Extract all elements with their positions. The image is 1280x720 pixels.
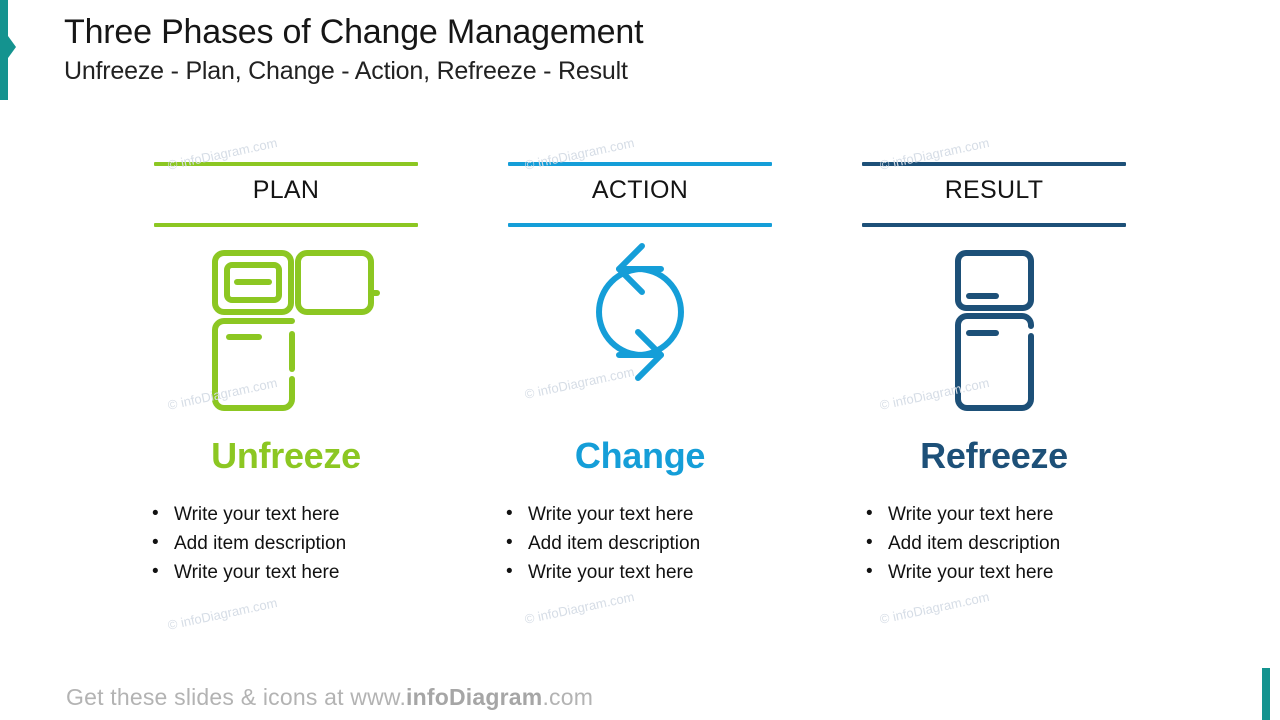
footer-brand: infoDiagram [406,684,543,710]
list-item: Write your text here [144,557,436,587]
phase-rule-bottom [154,223,418,227]
footer-credit: Get these slides & icons at www.infoDiag… [66,682,593,712]
list-item: Add item description [144,528,436,558]
page-subtitle: Unfreeze - Plan, Change - Action, Refree… [64,57,628,85]
list-item: Write your text here [144,499,436,529]
cycle-arrows-icon [596,243,684,381]
phase-rule-bottom [508,223,772,227]
accent-bar-left [0,0,8,100]
phase-column-plan: PLAN Unfreeze Write your text here [136,150,436,587]
list-item: Write your text here [498,499,790,529]
phase-header-label: RESULT [944,176,1044,204]
phase-header-label: ACTION [591,176,689,204]
phase-name-unfreeze: Unfreeze [211,435,361,476]
phase-header-action: ACTION [508,150,772,228]
watermark: © infoDiagram.com [166,594,279,633]
fridge-closed-icon [955,250,1034,411]
list-item: Add item description [498,528,790,558]
fridge-open-door-icon [212,250,380,411]
phase-rule-top [154,162,418,166]
phase-rule-bottom [862,223,1126,227]
phase-header-label: PLAN [252,176,320,204]
phase-column-action: ACTION Change Write your text here Add i… [490,150,790,587]
title-block: Three Phases of Change Management Unfree… [64,10,964,88]
list-item: Add item description [858,528,1144,558]
icon-area-refreeze [844,236,1144,436]
phase-rule-top [862,162,1126,166]
footer-prefix: Get these slides & icons at www. [66,684,407,710]
footer-suffix: .com [542,684,594,710]
icon-area-change [490,236,790,436]
phase-header-plan: PLAN [154,150,418,228]
phase-column-result: RESULT Refreeze Write your text here Add… [844,150,1144,587]
bullet-list-unfreeze: Write your text here Add item descriptio… [144,499,436,587]
list-item: Write your text here [498,557,790,587]
accent-bar-right [1262,668,1270,720]
phase-name-change: Change [574,435,706,476]
watermark: © infoDiagram.com [523,588,636,627]
phase-header-result: RESULT [862,150,1126,228]
bullet-list-change: Write your text here Add item descriptio… [498,499,790,587]
accent-arrow-left-icon [8,36,16,58]
page-title: Three Phases of Change Management [64,13,644,51]
list-item: Write your text here [858,557,1144,587]
icon-area-unfreeze [136,236,436,436]
list-item: Write your text here [858,499,1144,529]
phase-rule-top [508,162,772,166]
bullet-list-refreeze: Write your text here Add item descriptio… [858,499,1144,587]
phase-name-refreeze: Refreeze [920,435,1068,476]
watermark: © infoDiagram.com [878,588,991,627]
